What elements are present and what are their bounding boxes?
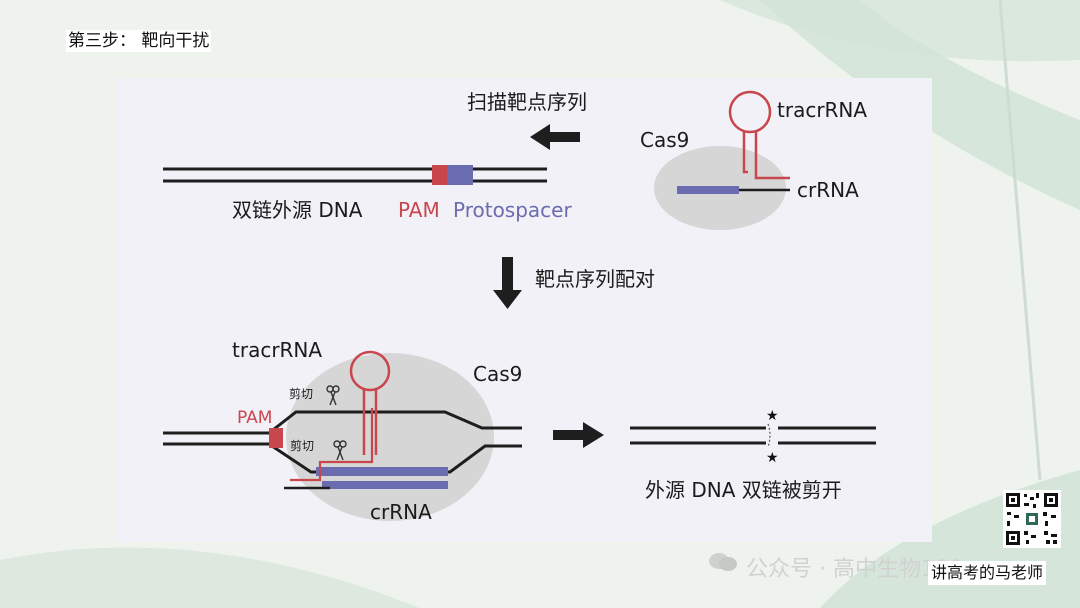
- grass-stem-decoration: [998, 0, 1042, 481]
- tracrrna-label-top: tracrRNA: [777, 98, 868, 122]
- channel-watermark: 公众号 · 高中生物100: [746, 557, 963, 582]
- foreign-dna-label: 双链外源 DNA: [232, 198, 363, 222]
- protospacer-label: Protospacer: [453, 198, 572, 222]
- crispr-diagram: ★ ★: [163, 90, 876, 521]
- cut-gap-dashes: [767, 423, 771, 448]
- tracrrna-stem-top: [742, 131, 748, 174]
- cut-label-upper: 剪切: [289, 387, 314, 401]
- tracrrna-tail-top: [754, 131, 790, 180]
- crrna-label-top: crRNA: [797, 178, 859, 202]
- crispr-diagram-panel: ★ ★: [116, 78, 932, 542]
- crrna-spacer-bottom: [322, 481, 448, 489]
- author-watermark: 讲高考的马老师: [928, 561, 1047, 585]
- cas9-label-bottom: Cas9: [473, 362, 523, 386]
- crrna-label-bottom: crRNA: [370, 500, 432, 524]
- qr-code-icon: [1003, 490, 1061, 548]
- protospacer-paired: [316, 467, 448, 476]
- cut-star-icon: ★: [766, 408, 779, 424]
- wechat-icon: [708, 551, 738, 573]
- protospacer-segment: [447, 165, 473, 185]
- dna-cut-result-label: 外源 DNA 双链被剪开: [645, 478, 842, 502]
- leaf-decoration: [0, 547, 420, 608]
- result-arrow-icon: [553, 422, 604, 448]
- scissors-icon: [326, 385, 340, 406]
- pam-segment: [432, 165, 447, 185]
- cas9-label-top: Cas9: [640, 128, 690, 152]
- scan-arrow-icon: [530, 124, 580, 150]
- tracrrna-label-bottom: tracrRNA: [232, 338, 323, 362]
- tracrrna-loop-bottom: [349, 350, 391, 392]
- scissors-icon: [333, 440, 347, 461]
- cut-star-icon: ★: [766, 450, 779, 466]
- tracrrna-loop-top: [728, 90, 772, 134]
- cut-label-lower: 剪切: [290, 439, 315, 453]
- pam-segment-bottom: [269, 428, 283, 448]
- scan-target-label: 扫描靶点序列: [467, 90, 587, 114]
- dna-strand-bottom-upper: [163, 410, 522, 435]
- cas9-protein-bottom: [286, 353, 494, 521]
- crrna-spacer-top: [677, 186, 739, 194]
- tracrrna-tail-bottom: [290, 408, 374, 482]
- pam-label-top: PAM: [398, 198, 440, 222]
- pairing-arrow-icon: [493, 257, 522, 309]
- pam-label-bottom: PAM: [237, 408, 273, 428]
- target-pairing-label: 靶点序列配对: [535, 267, 655, 291]
- slide-title: 第三步： 靶向干扰: [66, 30, 212, 52]
